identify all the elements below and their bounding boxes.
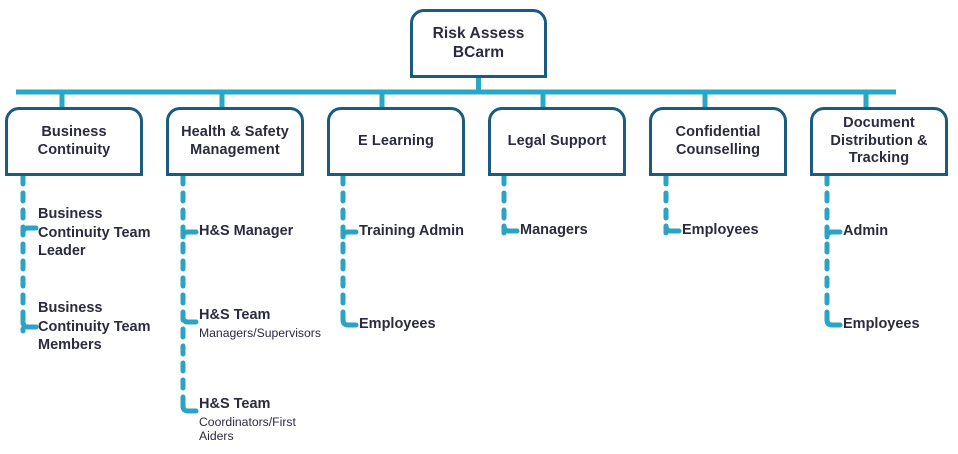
department-node-business-continuity[interactable]: Business Continuity [5, 107, 143, 176]
leaf-node-document-admin[interactable]: Admin [843, 222, 953, 241]
leaf-node-e-learning-employees[interactable]: Employees [359, 315, 499, 334]
elbow-confidential-counselling-child-0 [663, 223, 682, 234]
elbow-e-learning-child-0 [340, 229, 359, 240]
department-node-confidential-counselling[interactable]: Confidential Counselling [649, 107, 787, 176]
department-label-line1: Confidential [675, 123, 761, 140]
department-label-line3: Tracking [848, 150, 910, 167]
leaf-node-title: H&S Team [199, 396, 271, 412]
leaf-node-title: Admin [843, 223, 889, 239]
elbow-business-continuity-child-1 [20, 319, 39, 330]
leaf-node-hs-team-managers-supervisors[interactable]: H&S Team Managers/Supervisors [199, 306, 344, 340]
department-label-line1: Business [41, 123, 107, 140]
department-label-line1: Legal Support [507, 132, 607, 149]
leaf-node-confidential-counselling-employees[interactable]: Employees [682, 221, 802, 240]
leaf-node-title: H&S Manager [199, 223, 294, 239]
elbow-e-learning-child-1 [340, 317, 359, 328]
elbow-document-distribution-and-tracking-child-0 [824, 229, 843, 240]
elbow-health-and-safety-management-child-0 [180, 229, 199, 240]
leaf-node-legal-support-managers[interactable]: Managers [520, 221, 640, 240]
leaf-node-title: Employees [359, 316, 436, 332]
leaf-node-title: Managers [520, 222, 588, 238]
department-node-document-distribution-and-tracking[interactable]: Document Distribution & Tracking [810, 107, 948, 176]
root-node-label-line1: Risk Assess [432, 24, 525, 42]
leaf-node-title: Business Continuity Team Members [38, 300, 151, 354]
leaf-node-title: H&S Team [199, 307, 271, 323]
leaf-node-title: Training Admin [359, 223, 464, 239]
root-node-label-line2: BCarm [452, 43, 505, 61]
department-node-health-and-safety-management[interactable]: Health & Safety Management [166, 107, 304, 176]
leaf-node-subtitle: Managers/Supervisors [199, 325, 321, 340]
department-label-line1: Document [843, 114, 915, 131]
department-label-line2: Counselling [675, 141, 761, 158]
leaf-node-title: Employees [682, 222, 759, 238]
leaf-node-hs-team-coordinators-first-aiders[interactable]: H&S Team Coordinators/First Aiders [199, 395, 319, 444]
department-label-line1: Health & Safety [181, 123, 289, 140]
leaf-node-business-continuity-team-members[interactable]: Business Continuity Team Members [38, 299, 168, 355]
leaf-node-title: Employees [843, 316, 920, 332]
root-node-risk-assess-bcarm[interactable]: Risk Assess BCarm [410, 9, 547, 78]
department-node-e-learning[interactable]: E Learning [327, 107, 465, 176]
leaf-node-title: Business Continuity Team Leader [38, 206, 151, 260]
department-label-line2: Continuity [37, 141, 111, 158]
leaf-node-subtitle: Coordinators/First Aiders [199, 414, 296, 444]
department-label-line2: Distribution & [830, 132, 928, 149]
elbow-document-distribution-and-tracking-child-1 [824, 317, 843, 328]
leaf-node-hs-manager[interactable]: H&S Manager [199, 222, 339, 241]
leaf-node-business-continuity-team-leader[interactable]: Business Continuity Team Leader [38, 205, 168, 261]
elbow-health-and-safety-management-child-1 [180, 314, 199, 325]
elbow-business-continuity-child-0 [20, 225, 39, 236]
department-label-line2: Management [190, 141, 280, 158]
leaf-node-training-admin[interactable]: Training Admin [359, 222, 499, 241]
department-label-line1: E Learning [358, 132, 434, 149]
elbow-health-and-safety-management-child-2 [180, 403, 199, 414]
elbow-legal-support-child-0 [501, 223, 520, 234]
leaf-node-document-employees[interactable]: Employees [843, 315, 953, 334]
department-node-legal-support[interactable]: Legal Support [488, 107, 626, 176]
